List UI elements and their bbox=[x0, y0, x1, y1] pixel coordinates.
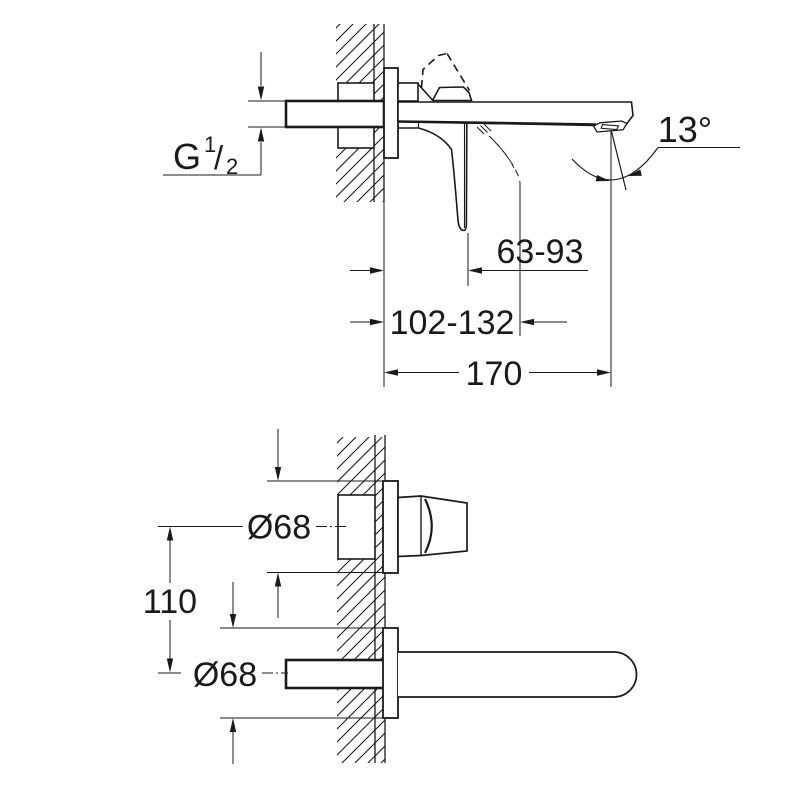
spout-tube bbox=[398, 651, 638, 698]
arrow-up-icon bbox=[274, 572, 282, 587]
aerator-outlet bbox=[600, 124, 620, 131]
reach-label: 63-93 bbox=[497, 233, 584, 271]
arrow-up-icon bbox=[229, 718, 237, 732]
wall-hatch-band bbox=[337, 437, 385, 481]
handle-wedge bbox=[417, 83, 434, 101]
dimension-lever-swing-reach: 102-132 bbox=[350, 304, 567, 342]
arrow-down-icon bbox=[257, 86, 265, 101]
rosette-diameter-label: Ø68 bbox=[247, 509, 311, 547]
lever-handle bbox=[398, 122, 521, 232]
arrow-left-icon bbox=[468, 267, 482, 274]
bottom-view: Ø68 110 Ø68 bbox=[143, 429, 638, 764]
rosette-diameter-label: Ø68 bbox=[193, 656, 257, 694]
arrow-down-icon bbox=[229, 614, 237, 628]
top-view: G 1 / 2 bbox=[163, 24, 740, 393]
arrow-left-icon bbox=[627, 169, 642, 176]
lever-swing-dashed bbox=[488, 135, 515, 169]
lever-swing-dashed bbox=[493, 140, 521, 183]
lever-inner-lines bbox=[417, 122, 466, 228]
dimension-spout-projection: 170 bbox=[384, 355, 611, 393]
supply-pipe bbox=[284, 658, 386, 690]
angle-arc bbox=[571, 147, 659, 181]
spout-rosette bbox=[382, 627, 399, 719]
wall-hatch-band bbox=[337, 573, 385, 628]
wall-hatch-sliver bbox=[374, 127, 384, 148]
dimension-thread-g-half: G 1 / 2 bbox=[163, 52, 286, 179]
dimension-spout-angle: 13° bbox=[571, 109, 740, 182]
wall-hatch-bottom-view bbox=[337, 435, 386, 763]
dimension-spout-rosette-diameter: Ø68 bbox=[193, 582, 383, 764]
arrow-down-icon bbox=[166, 658, 174, 673]
arrow-up-icon bbox=[257, 127, 265, 142]
extension-lines bbox=[267, 480, 383, 573]
projection-label: 170 bbox=[466, 355, 523, 393]
swing-label: 102-132 bbox=[390, 304, 515, 342]
arrow-down-icon bbox=[274, 467, 282, 481]
arrow-left-icon bbox=[384, 369, 398, 376]
extension-lines bbox=[383, 131, 612, 387]
handle-side-view bbox=[397, 495, 468, 558]
handle-rosette bbox=[382, 480, 399, 574]
arrow-right-icon bbox=[595, 175, 610, 182]
lever-grip bbox=[431, 86, 473, 102]
wall-plate bbox=[383, 67, 399, 159]
thread-size-label: G 1 / 2 bbox=[173, 132, 238, 179]
lever-grip-raised-dashed bbox=[420, 52, 471, 91]
handle-base bbox=[397, 82, 419, 102]
spout-underside bbox=[397, 120, 597, 126]
wall-hatch-sliver bbox=[375, 495, 383, 559]
wall-hatch-sliver bbox=[374, 83, 384, 101]
lever-outline bbox=[398, 122, 468, 232]
dimension-lines bbox=[158, 540, 181, 674]
wall-hatch-band bbox=[336, 24, 384, 83]
wall-hatch-band bbox=[337, 559, 383, 573]
swing-tick-marks bbox=[476, 123, 492, 135]
arrow-right-icon bbox=[370, 318, 384, 326]
arrow-left-icon bbox=[520, 318, 534, 326]
wall-hatch-band bbox=[337, 688, 383, 718]
dimension-lines bbox=[163, 52, 262, 176]
supply-pipe bbox=[284, 99, 386, 129]
stream-angle-line bbox=[610, 131, 627, 191]
center-distance-label: 110 bbox=[143, 583, 197, 621]
handle-dome-arc bbox=[424, 498, 433, 554]
arrow-right-icon bbox=[597, 369, 611, 376]
arrow-up-icon bbox=[166, 526, 174, 541]
wall-hatch-band bbox=[337, 481, 383, 495]
arrow-right-icon bbox=[370, 267, 384, 274]
extension-lines bbox=[220, 627, 383, 719]
angle-label: 13° bbox=[658, 109, 712, 150]
wall-hatch-band bbox=[337, 628, 383, 660]
wall-lines bbox=[373, 24, 385, 202]
dimension-handle-rosette-diameter: Ø68 bbox=[158, 429, 383, 618]
wall-hatch-top-view bbox=[336, 24, 385, 202]
wall-hatch-band bbox=[337, 718, 385, 763]
extension-lines bbox=[248, 100, 286, 128]
wall-lines bbox=[374, 435, 386, 763]
aerator bbox=[592, 120, 628, 133]
dimension-center-distance: 110 bbox=[143, 526, 197, 674]
wall-hatch-band bbox=[336, 148, 384, 202]
dimension-lever-reach: 63-93 bbox=[350, 233, 588, 274]
